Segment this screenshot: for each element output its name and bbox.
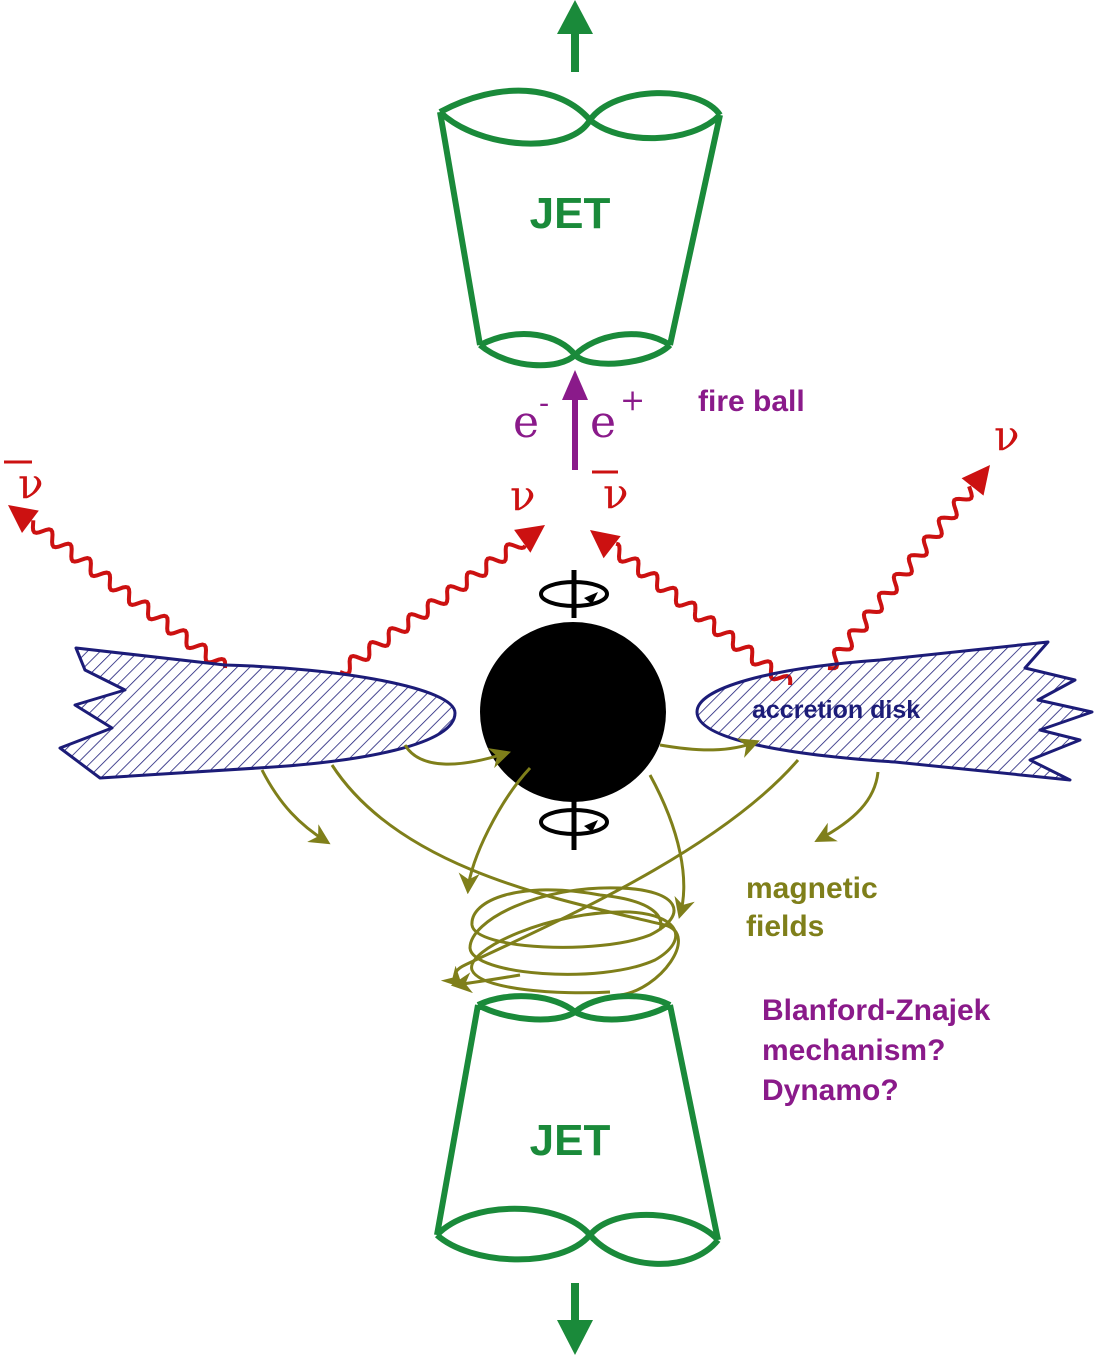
magnetic-field-lines — [260, 738, 880, 997]
field-line-8 — [648, 774, 695, 920]
field-line-4 — [659, 738, 760, 758]
neutrino-emission: ν ν ν ν — [4, 411, 1020, 686]
accretion-disk-label: accretion disk — [752, 696, 920, 724]
electron-charge: - — [539, 386, 549, 421]
electron-symbol: e — [513, 397, 539, 448]
field-coil-end-arrow — [450, 972, 521, 994]
jet-bottom: JET — [434, 993, 721, 1355]
field-line-7 — [458, 766, 532, 895]
neutrino-wave-center-left — [339, 542, 527, 676]
fire-ball-label: fire ball — [698, 385, 805, 418]
field-line-1 — [260, 769, 331, 845]
neutrino-symbol-right: ν — [994, 411, 1020, 460]
antineutrino-symbol-center: ν — [603, 469, 629, 518]
accretion-disk-right: accretion disk — [695, 640, 1094, 782]
rotation-symbol-bottom — [539, 796, 609, 850]
positron-symbol: e — [590, 397, 616, 448]
neutrino-arrowhead-center-left — [514, 525, 545, 553]
antineutrino-symbol-left: ν — [18, 459, 44, 508]
jet-bottom-label: JET — [530, 1116, 611, 1165]
antineutrino-wave-left — [30, 520, 228, 669]
jet-bottom-tube — [434, 993, 721, 1267]
rotation-symbol-top — [539, 570, 609, 618]
jet-bottom-arrowhead — [557, 1320, 593, 1355]
jet-top: JET — [437, 0, 723, 369]
field-line-3 — [330, 764, 680, 997]
antineutrino-arrowhead-left — [8, 505, 39, 533]
jet-top-arrowhead — [557, 0, 593, 34]
mechanism-label-line3: Dynamo? — [762, 1074, 899, 1107]
accretion-disk-left-shape — [58, 646, 457, 780]
magnetic-fields-label-line2: fields — [746, 910, 824, 943]
neutrino-wave-right — [827, 485, 974, 671]
mechanism-label-line1: Blanford-Znajek — [762, 994, 991, 1027]
neutrino-arrowhead-right — [961, 465, 990, 496]
fireball-group: e - e + fire ball — [513, 370, 805, 470]
antineutrino-wave-center-right — [615, 541, 793, 686]
field-line-5 — [814, 771, 880, 842]
neutrino-symbol-center: ν — [510, 471, 536, 520]
field-line-2 — [403, 744, 512, 769]
magnetic-fields-label-line1: magnetic — [746, 872, 878, 905]
positron-charge: + — [620, 383, 645, 418]
fireball-arrowhead — [562, 370, 588, 400]
jet-top-label: JET — [530, 189, 611, 238]
black-hole — [480, 622, 666, 802]
jet-top-tube — [437, 87, 723, 369]
antineutrino-arrowhead-center-right — [590, 530, 621, 559]
accretion-disk-left — [58, 646, 457, 780]
mechanism-label-line2: mechanism? — [762, 1034, 945, 1067]
field-coil — [468, 886, 678, 995]
